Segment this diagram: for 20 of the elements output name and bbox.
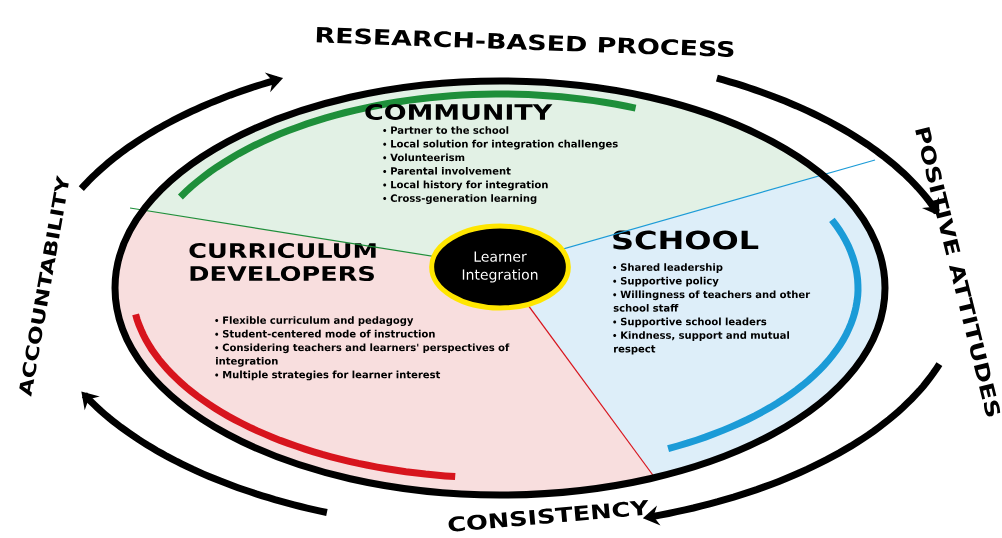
bullet-item: Kindness, support and mutual respect: [613, 331, 790, 355]
bullet-item: Cross-generation learning: [383, 194, 537, 204]
bullet-item: Shared leadership: [613, 263, 723, 273]
bullet-item: Local history for integration: [383, 180, 548, 191]
bullet-item: Parental involvement: [383, 167, 511, 175]
bullet-item: Willingness of teachers and other school staff: [613, 290, 811, 312]
bullet-item: Multiple strategies for learner interest: [215, 370, 441, 381]
bullet-item: Volunteerism: [383, 153, 465, 162]
bullet-item: Considering teachers and learners' perspectives of integration: [215, 343, 510, 367]
cycle-label: RESEARCH-BASED PROCESS: [316, 27, 734, 57]
bullet-item: Student-centered mode of instruction: [215, 329, 435, 338]
bullet-item: Supportive policy: [613, 276, 719, 287]
bullet-item: Flexible curriculum and pedagogy: [215, 316, 414, 326]
sector-heading: CURRICULUM DEVELOPERS: [189, 242, 376, 282]
sector-heading: SCHOOL: [613, 230, 759, 250]
cycle-label: CONSISTENCY: [448, 499, 649, 532]
bullet-item: Supportive school leaders: [613, 317, 767, 328]
bullet-item: Partner to the school: [383, 126, 509, 134]
sector-heading: COMMUNITY: [365, 104, 553, 120]
bullet-item: Local solution for integration challenges: [383, 139, 618, 150]
